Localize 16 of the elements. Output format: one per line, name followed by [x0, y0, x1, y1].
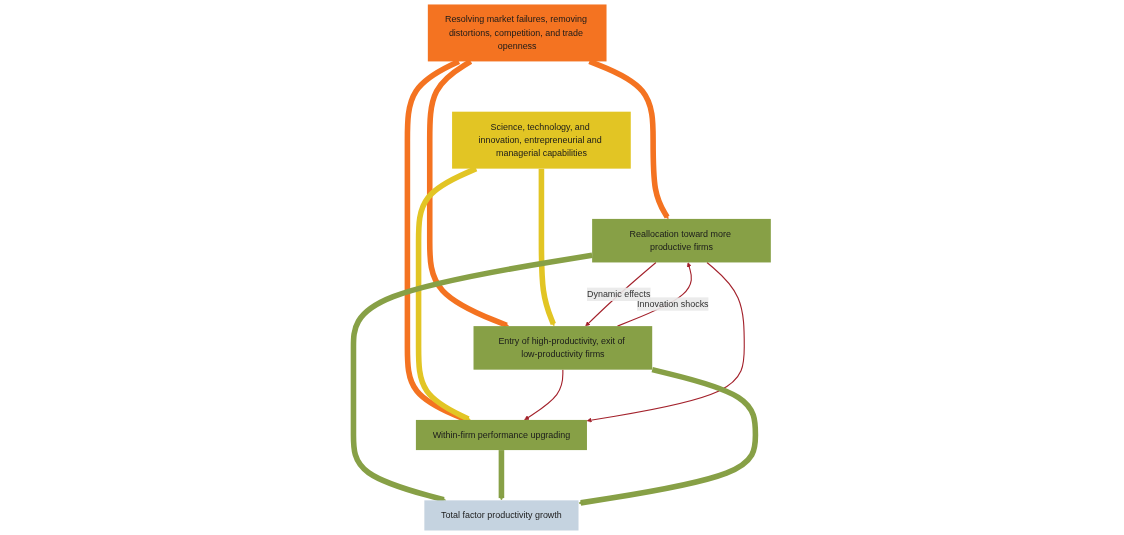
arrow — [426, 59, 509, 328]
arrow — [578, 366, 759, 506]
edge-label: Dynamic effects — [586, 289, 651, 299]
node-box: Reallocation toward more productive firms — [592, 218, 771, 263]
arrow — [524, 369, 564, 421]
arrow — [585, 261, 657, 327]
edge-label: Innovation shocks — [636, 299, 709, 309]
node-box: Science, technology, and innovation, entrepreneurial and managerial capabilities — [451, 111, 631, 169]
node-box: Total factor productivity growth — [424, 500, 579, 531]
arrow — [538, 168, 556, 327]
node-box: Entry of high-productivity, exit of low-productivity firms — [473, 326, 653, 370]
node-box: Within-firm performance upgrading — [415, 419, 587, 451]
arrow — [415, 166, 478, 422]
arrow — [498, 450, 505, 501]
arrow — [350, 252, 593, 503]
node-box: Resolving market failures, removing distortions, competition, and trade openness — [427, 4, 607, 62]
